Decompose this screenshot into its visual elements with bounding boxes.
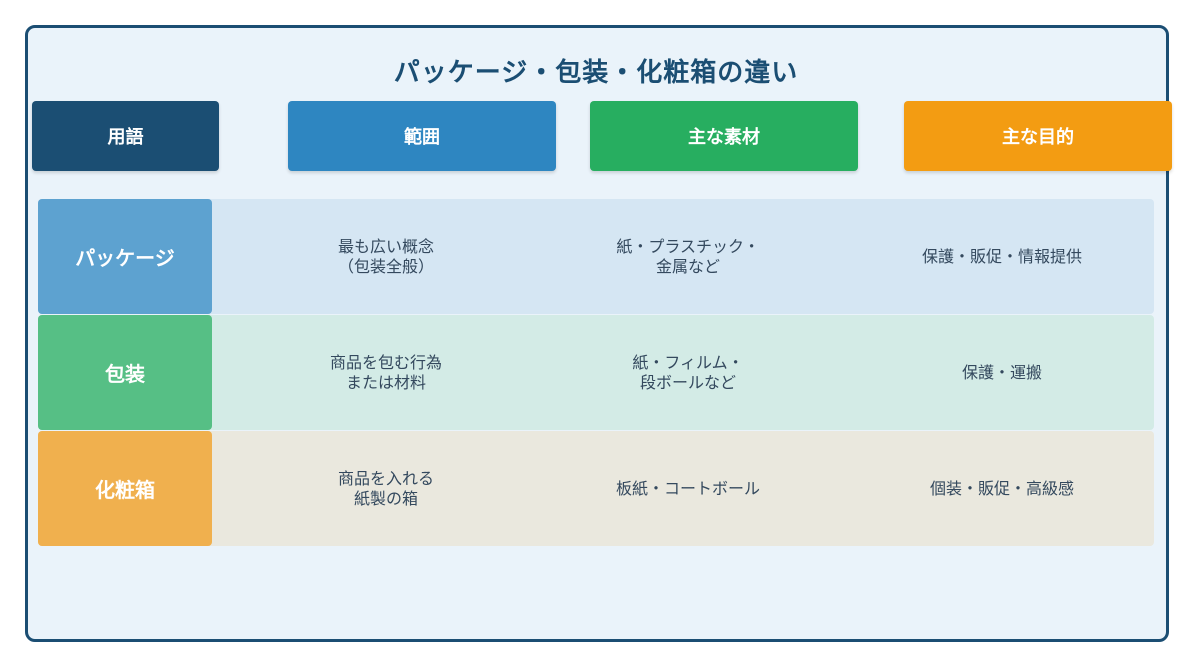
- cell-line: 個装・販促・高級感: [929, 478, 1074, 498]
- cell-wrapping-scope: 商品を包む行為 または材料: [270, 315, 502, 430]
- cell-package-scope: 最も広い概念 （包装全般）: [270, 199, 502, 314]
- cell-gift-box-material: 板紙・コートボール: [572, 431, 804, 546]
- cell-line: または材料: [345, 372, 426, 392]
- header-purpose: 主な目的: [904, 101, 1172, 171]
- cell-line: 板紙・コートボール: [615, 478, 760, 498]
- cell-line: 保護・運搬: [961, 362, 1042, 382]
- cell-gift-box-purpose: 個装・販促・高級感: [886, 431, 1118, 546]
- cell-line: （包装全般）: [337, 256, 434, 276]
- cell-line: 紙・フィルム・: [632, 352, 744, 372]
- cell-package-purpose: 保護・販促・情報提供: [886, 199, 1118, 314]
- cell-line: 段ボールなど: [639, 372, 736, 392]
- header-scope: 範囲: [288, 101, 556, 171]
- cell-gift-box-scope: 商品を入れる 紙製の箱: [270, 431, 502, 546]
- cell-line: 商品を入れる: [337, 468, 434, 488]
- cell-line: 金属など: [655, 256, 720, 276]
- cell-line: 最も広い概念: [337, 236, 434, 256]
- cell-wrapping-material: 紙・フィルム・ 段ボールなど: [572, 315, 804, 430]
- cell-package-material: 紙・プラスチック・ 金属など: [572, 199, 804, 314]
- row-gift-box: 化粧箱 商品を入れる 紙製の箱 板紙・コートボール 個装・販促・高級感: [38, 431, 1154, 546]
- row-wrapping: 包装 商品を包む行為 または材料 紙・フィルム・ 段ボールなど 保護・運搬: [38, 315, 1154, 430]
- cell-line: 紙製の箱: [353, 488, 418, 508]
- diagram-title: パッケージ・包装・化粧箱の違い: [393, 58, 799, 88]
- row-label-gift-box: 化粧箱: [38, 431, 212, 546]
- row-package: パッケージ 最も広い概念 （包装全般） 紙・プラスチック・ 金属など 保護・販促…: [38, 199, 1154, 314]
- row-label-package: パッケージ: [38, 199, 212, 314]
- row-label-wrapping: 包装: [38, 315, 212, 430]
- cell-wrapping-purpose: 保護・運搬: [886, 315, 1118, 430]
- header-term: 用語: [32, 101, 219, 171]
- cell-line: 紙・プラスチック・: [616, 236, 760, 256]
- cell-line: 保護・販促・情報提供: [921, 246, 1082, 266]
- cell-line: 商品を包む行為: [329, 352, 442, 372]
- header-material: 主な素材: [590, 101, 858, 171]
